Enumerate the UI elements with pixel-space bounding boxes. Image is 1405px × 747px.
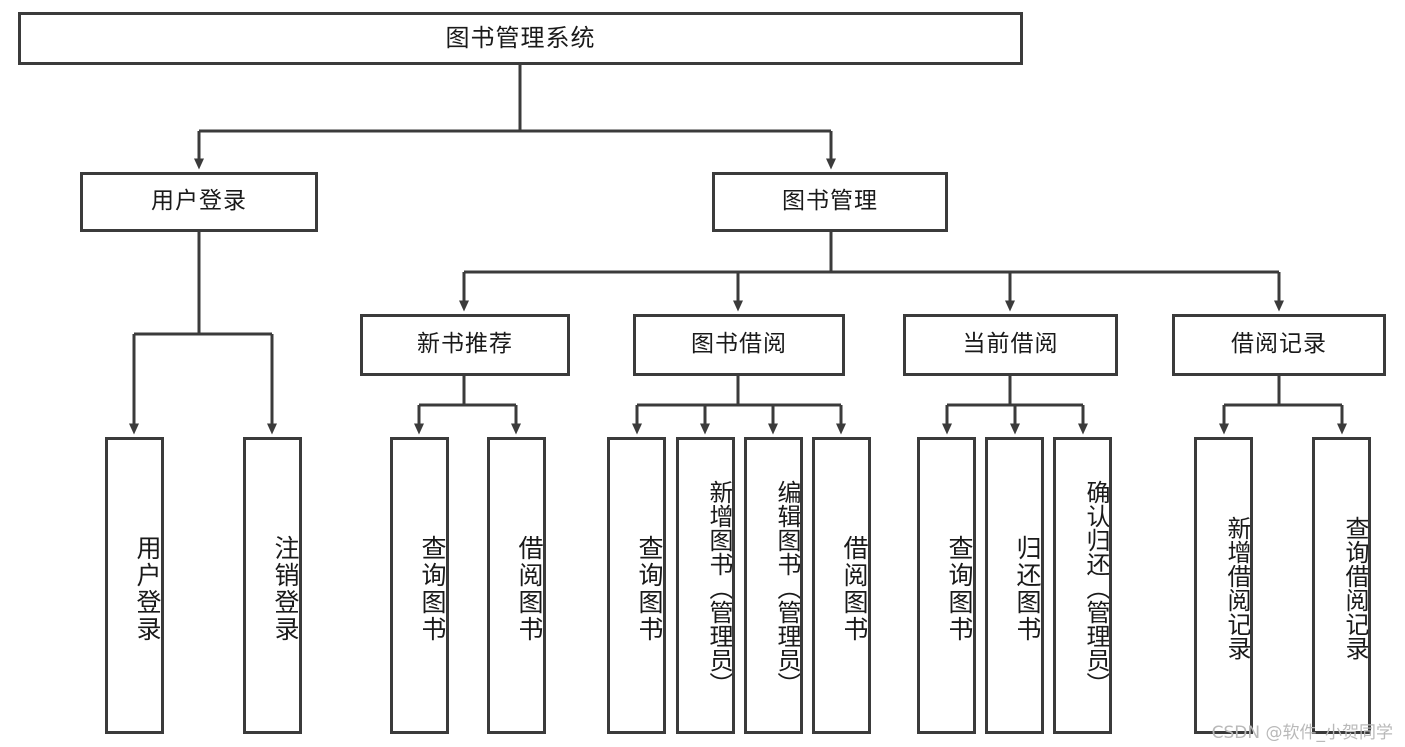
- watermark-text: CSDN @软件_小贺同学: [1211, 723, 1393, 743]
- leaf-add-borrowing-record[interactable]: 新增借阅记录: [1194, 437, 1253, 734]
- leaf-borrow-book-recommendation[interactable]: 借阅图书: [487, 437, 546, 734]
- node-root-system[interactable]: 图书管理系统: [18, 12, 1023, 65]
- node-book-management[interactable]: 图书管理: [712, 172, 948, 232]
- leaf-user-login[interactable]: 用户登录: [105, 437, 164, 734]
- node-user-login[interactable]: 用户登录: [80, 172, 318, 232]
- node-new-book-recommendation[interactable]: 新书推荐: [360, 314, 570, 376]
- leaf-confirm-return-admin[interactable]: 确认归还（管理员）: [1053, 437, 1112, 734]
- leaf-query-book-recommendation[interactable]: 查询图书: [390, 437, 449, 734]
- node-current-borrowing[interactable]: 当前借阅: [903, 314, 1118, 376]
- leaf-query-book-borrowing[interactable]: 查询图书: [607, 437, 666, 734]
- node-book-borrowing[interactable]: 图书借阅: [633, 314, 845, 376]
- leaf-query-borrowing-record[interactable]: 查询借阅记录: [1312, 437, 1371, 734]
- leaf-edit-book-admin[interactable]: 编辑图书（管理员）: [744, 437, 803, 734]
- leaf-add-book-admin[interactable]: 新增图书（管理员）: [676, 437, 735, 734]
- node-borrowing-record[interactable]: 借阅记录: [1172, 314, 1386, 376]
- leaf-user-logout[interactable]: 注销登录: [243, 437, 302, 734]
- leaf-query-book-current[interactable]: 查询图书: [917, 437, 976, 734]
- leaf-borrow-book-borrowing[interactable]: 借阅图书: [812, 437, 871, 734]
- leaf-return-book[interactable]: 归还图书: [985, 437, 1044, 734]
